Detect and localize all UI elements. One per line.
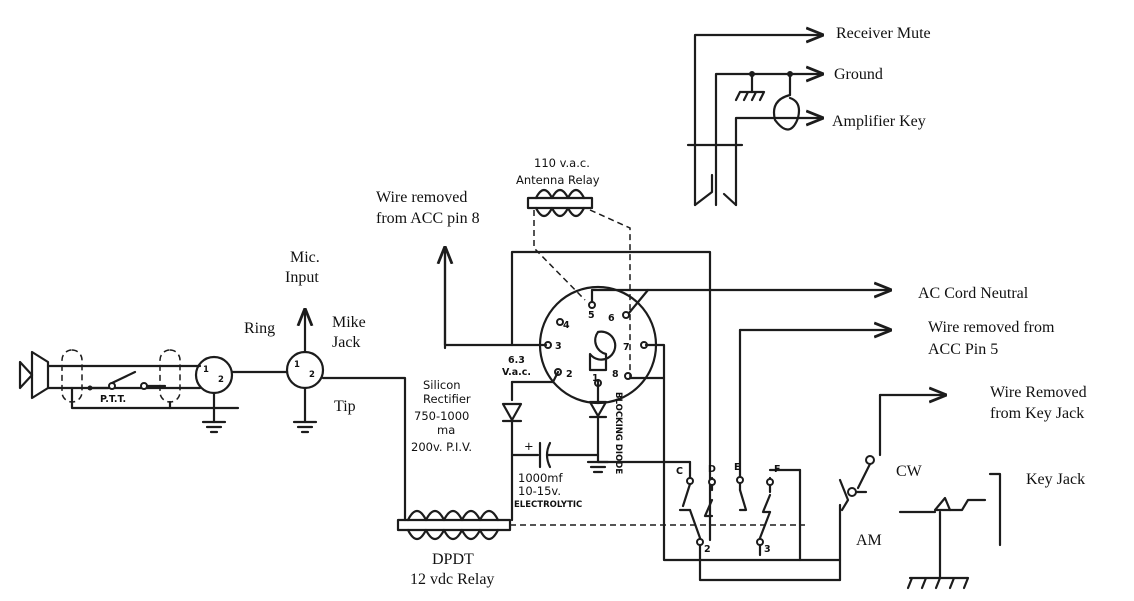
plug-pin-1: 1	[203, 365, 209, 375]
socket-pin-1: 1	[592, 373, 599, 384]
amplifier-key-jack	[686, 35, 822, 207]
wire-removed-acc5-label-2: ACC Pin 5	[928, 341, 998, 358]
mic-plug: 1 2	[194, 355, 234, 434]
plug-pin-2: 2	[218, 375, 224, 385]
receiver-mute-label: Receiver Mute	[836, 25, 931, 42]
contact-c: C	[676, 466, 683, 477]
relay-label-2: 12 vdc Relay	[410, 571, 494, 588]
tip-label: Tip	[334, 398, 356, 415]
mike-jack: 1 2	[230, 310, 407, 522]
socket-wiring	[445, 248, 890, 562]
vac-label-2: V.a.c.	[502, 367, 531, 378]
wire-removed-key-label-2: from Key Jack	[990, 405, 1084, 422]
key-jack-label: Key Jack	[1026, 471, 1085, 488]
wire-removed-key-label-1: Wire Removed	[990, 384, 1087, 401]
socket-pin-6: 6	[608, 313, 615, 324]
cw-label: CW	[896, 463, 923, 480]
dpdt-relay	[396, 509, 805, 541]
blocking-diode-label: BLOCKING DIODE	[613, 392, 623, 474]
antenna-relay	[526, 188, 631, 378]
cw-am-switch	[838, 395, 945, 582]
antenna-relay-label: Antenna Relay	[516, 173, 600, 187]
rectifier-label-5: 200v. P.I.V.	[411, 440, 472, 454]
capacitor-plus: +	[524, 439, 534, 453]
jack-pin-1: 1	[294, 360, 300, 370]
socket-pin-3: 3	[555, 341, 562, 352]
socket-pin-8: 8	[612, 369, 619, 380]
ground-label: Ground	[834, 66, 883, 83]
contact-d: D	[708, 464, 716, 475]
wire-removed-acc8-label-1: Wire removed	[376, 189, 467, 206]
socket-pin-7: 7	[623, 342, 630, 353]
amplifier-key-label: Amplifier Key	[832, 113, 926, 130]
ptt-switch: P.T.T.	[87, 370, 167, 405]
rectifier-label-1: Silicon	[423, 378, 461, 392]
antenna-relay-voltage: 110 v.a.c.	[534, 156, 590, 170]
socket-pin-2: 2	[566, 369, 573, 380]
wire-removed-acc8-label-2: from ACC pin 8	[376, 210, 480, 227]
mike-jack-label-2: Jack	[332, 334, 360, 351]
mike-jack-label-1: Mike	[332, 314, 366, 331]
mic-input-label-1: Mic.	[290, 249, 320, 266]
ac-cord-neutral-label: AC Cord Neutral	[918, 285, 1029, 302]
rectifier-label-2: Rectifier	[423, 392, 471, 406]
rectifier-label-4: ma	[437, 423, 455, 437]
relay-contacts: C D E F 2 3	[676, 460, 842, 582]
vac-label-1: 6.3	[508, 355, 525, 366]
silicon-rectifier-diode	[501, 380, 555, 522]
capacitor-label-2: 10-15v.	[518, 484, 561, 498]
wire-removed-acc5-label-1: Wire removed from	[928, 319, 1055, 336]
mic-input-label-2: Input	[285, 269, 319, 286]
rectifier-label-3: 750-1000	[414, 409, 469, 423]
socket-pin-5: 5	[588, 310, 595, 321]
key-jack	[898, 472, 1002, 590]
contact-e: E	[734, 462, 741, 473]
electrolytic-capacitor: +	[510, 439, 600, 469]
microphone-symbol	[18, 350, 50, 400]
relay-label-1: DPDT	[432, 551, 474, 568]
ptt-label: P.T.T.	[100, 394, 126, 405]
jack-pin-2: 2	[309, 370, 315, 380]
capacitor-label-3: ELECTROLYTIC	[514, 500, 582, 510]
mic-cable	[46, 349, 240, 410]
common-3: 3	[764, 544, 771, 555]
common-2: 2	[704, 544, 711, 555]
capacitor-label-1: 1000mf	[518, 471, 563, 485]
am-label: AM	[856, 532, 882, 549]
socket-pin-4: 4	[563, 320, 570, 331]
contact-f: F	[774, 464, 781, 475]
ring-label: Ring	[244, 320, 275, 337]
